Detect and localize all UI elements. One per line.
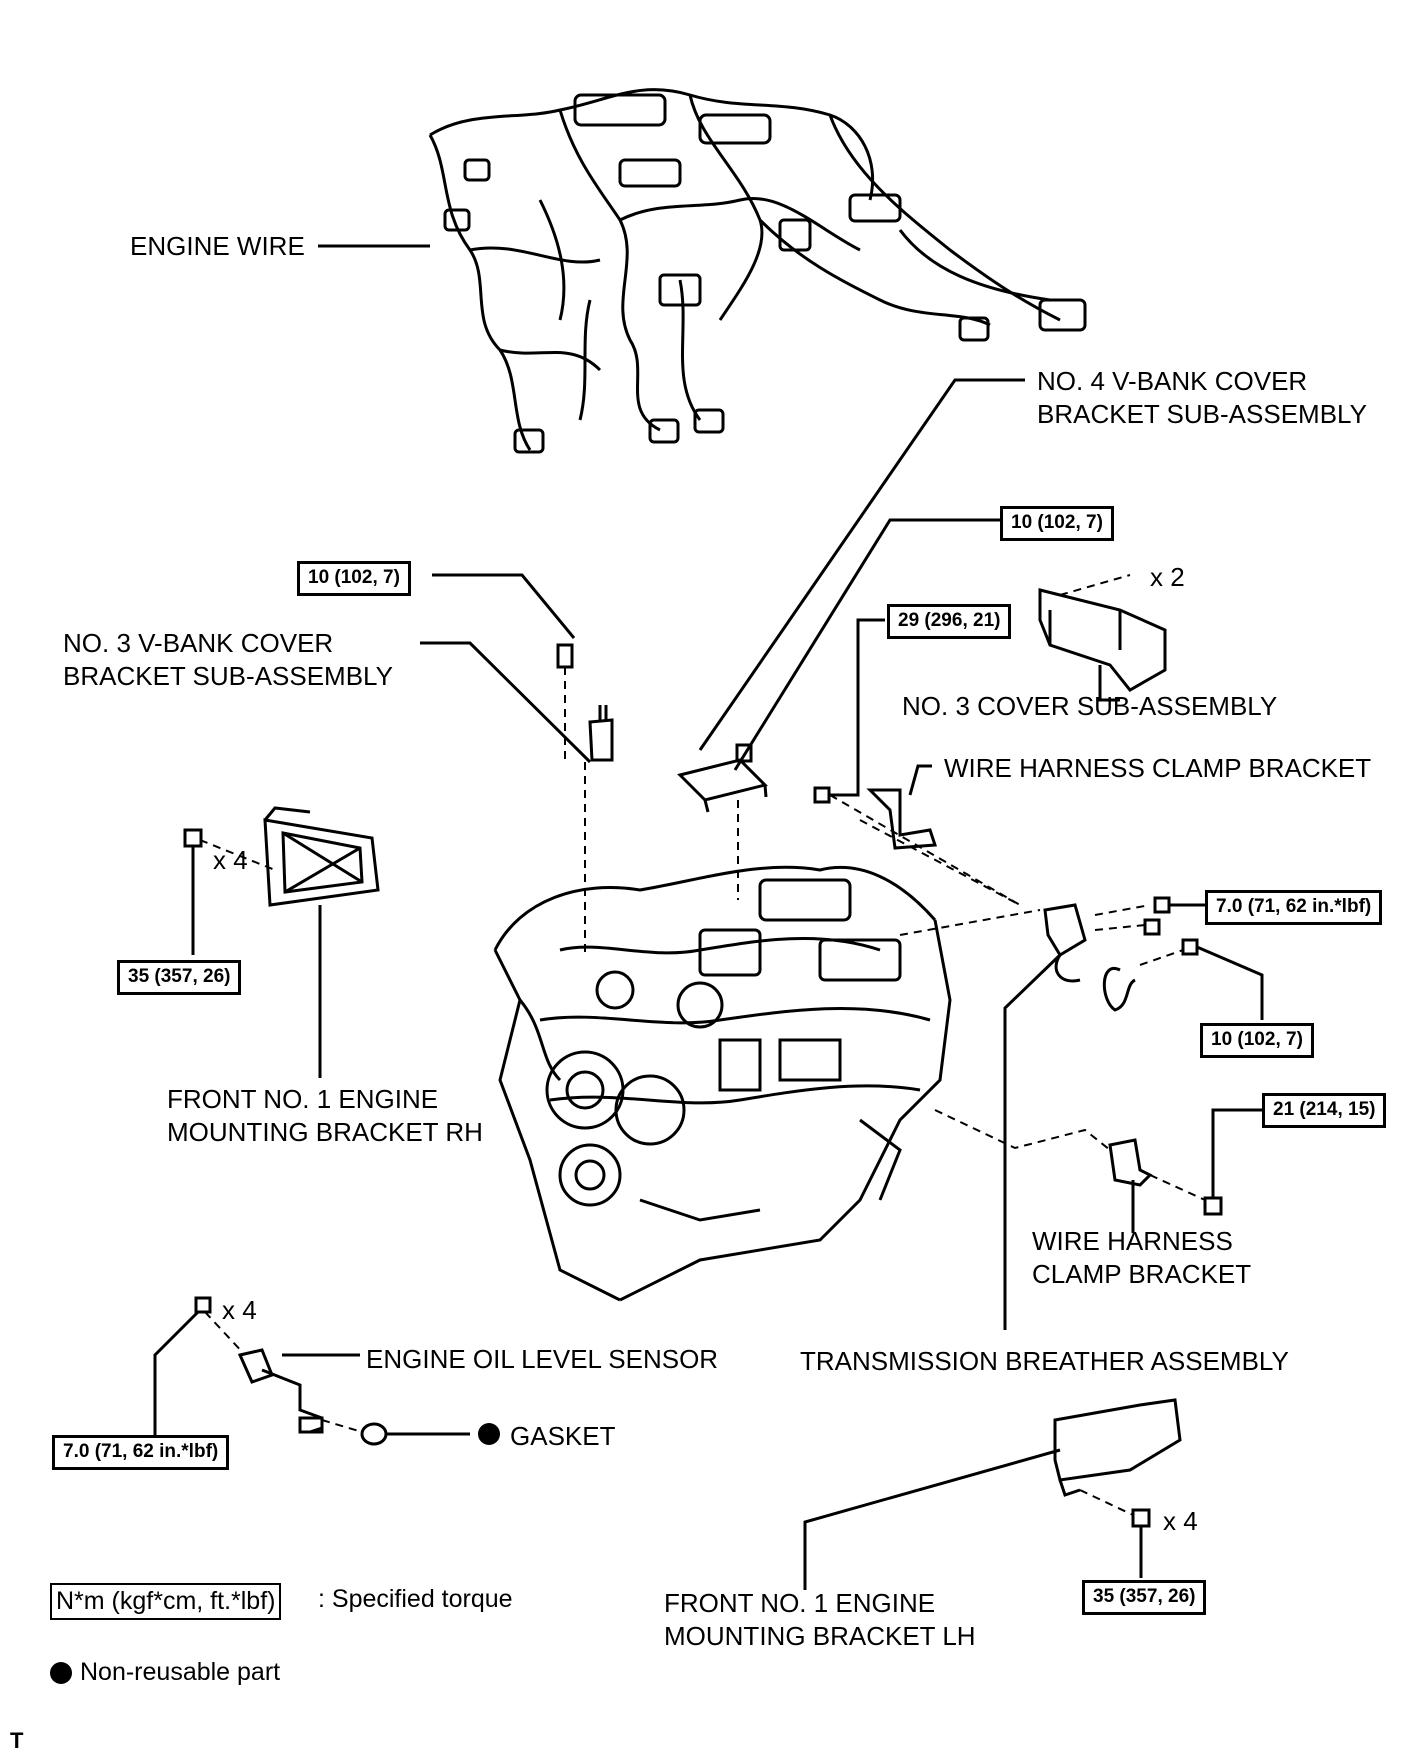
legend-torque-text: : Specified torque xyxy=(318,1585,513,1613)
torque-front-lh-bolts: 35 (357, 26) xyxy=(1082,1580,1207,1615)
label-transmission-breather: TRANSMISSION BREATHER ASSEMBLY xyxy=(800,1346,1289,1376)
torque-no3-vbank-bolt: 10 (102, 7) xyxy=(297,561,411,596)
torque-oil-sensor-bolts: 7.0 (71, 62 in.*lbf) xyxy=(52,1435,230,1470)
torque-wire-harness-lower-bolt: 21 (214, 15) xyxy=(1262,1093,1387,1128)
legend-non-reusable-dot-icon xyxy=(50,1662,72,1684)
oil-level-sensor xyxy=(237,1348,324,1434)
front-rh-bracket xyxy=(263,806,380,907)
label-engine-wire: ENGINE WIRE xyxy=(130,231,305,261)
label-front-lh-line1: FRONT NO. 1 ENGINE xyxy=(664,1588,936,1618)
qty-front-lh: x 4 xyxy=(1163,1506,1198,1536)
qty-no3-cover: x 2 xyxy=(1150,562,1185,592)
label-front-lh-line2: MOUNTING BRACKET LH xyxy=(664,1621,976,1651)
label-front-rh-line1: FRONT NO. 1 ENGINE xyxy=(167,1084,439,1114)
front-rh-bolt xyxy=(183,828,203,848)
label-gasket: GASKET xyxy=(510,1421,616,1451)
engine-block xyxy=(493,865,952,1302)
no4-vbank-bracket xyxy=(677,743,768,813)
qty-oil-sensor: x 4 xyxy=(222,1295,257,1325)
label-no3-cover: NO. 3 COVER SUB-ASSEMBLY xyxy=(902,691,1278,721)
engine-wire-harness xyxy=(428,88,1087,454)
no3-vbank-bolt xyxy=(556,643,574,669)
breather-clamp xyxy=(1102,966,1136,1012)
transmission-breather xyxy=(1043,903,1087,983)
legend-non-reusable-text: Non-reusable part xyxy=(80,1658,281,1686)
label-wire-harness-upper: WIRE HARNESS CLAMP BRACKET xyxy=(944,753,1372,783)
non-reusable-dot-icon xyxy=(478,1423,500,1445)
corner-mark: T xyxy=(10,1728,24,1753)
no3-cover-bolt xyxy=(813,786,831,804)
torque-breather-clamp-bolt: 10 (102, 7) xyxy=(1200,1023,1314,1058)
legend-torque-box: N*m (kgf*cm, ft.*lbf) xyxy=(50,1583,282,1620)
torque-front-rh-bolts: 35 (357, 26) xyxy=(117,960,242,995)
label-engine-oil-level-sensor: ENGINE OIL LEVEL SENSOR xyxy=(366,1344,719,1374)
no3-cover xyxy=(1038,588,1167,692)
label-no4-vbank-line2: BRACKET SUB-ASSEMBLY xyxy=(1037,399,1367,429)
label-no3-vbank-line1: NO. 3 V-BANK COVER xyxy=(63,628,334,658)
wire-harness-bracket-lower xyxy=(1108,1138,1153,1187)
front-lh-bracket xyxy=(1053,1398,1182,1497)
label-wire-harness-lower-line2: CLAMP BRACKET xyxy=(1032,1259,1252,1289)
label-no3-vbank-line2: BRACKET SUB-ASSEMBLY xyxy=(63,661,393,691)
label-wire-harness-lower-line1: WIRE HARNESS xyxy=(1032,1226,1233,1256)
torque-breather-bolts: 7.0 (71, 62 in.*lbf) xyxy=(1205,890,1383,925)
torque-no4-vbank-bolt: 10 (102, 7) xyxy=(1000,506,1114,541)
label-no4-vbank-line1: NO. 4 V-BANK COVER xyxy=(1037,366,1308,396)
qty-front-rh: x 4 xyxy=(213,845,248,875)
gasket-ring xyxy=(360,1422,388,1446)
torque-no3-cover-bolt: 29 (296, 21) xyxy=(887,604,1012,639)
no3-vbank-bracket xyxy=(588,705,614,762)
wire-harness-bracket-upper xyxy=(866,788,938,850)
label-front-rh-line2: MOUNTING BRACKET RH xyxy=(167,1117,483,1147)
